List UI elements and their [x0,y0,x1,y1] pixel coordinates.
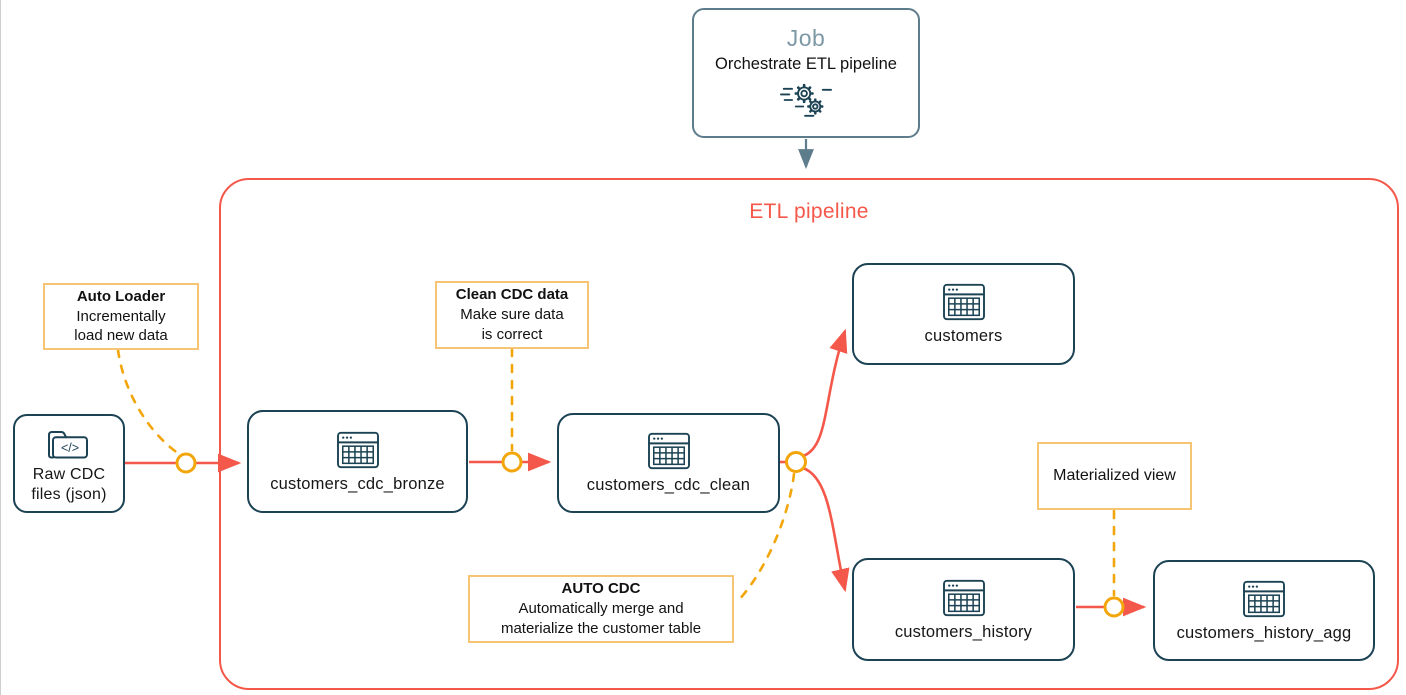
node-customers-cdc-clean: customers_cdc_clean [557,413,780,513]
connector-dot-auto-loader [175,452,197,474]
node-customers-history: customers_history [852,558,1075,661]
etl-pipeline-title: ETL pipeline [749,200,869,223]
etl-pipeline-container: ETL pipeline [219,178,1399,690]
table-icon [942,579,985,616]
job-subtitle: Orchestrate ETL pipeline [715,55,897,73]
annotation-text: materialize the customer table [500,619,702,637]
annotation-clean-cdc-data: Clean CDC data Make sure data is correct [435,281,589,349]
gears-icon [780,83,832,117]
annotation-text: is correct [481,325,543,343]
annotation-auto-loader: Auto Loader Incrementally load new data [43,283,199,350]
node-customers-history-agg: customers_history_agg [1153,560,1375,661]
annotation-materialized-view: Materialized view [1037,442,1192,510]
annotation-auto-cdc: AUTO CDC Automatically merge and materia… [468,575,734,643]
annotation-text: Make sure data [460,306,564,324]
table-icon [942,283,985,321]
node-label: customers_cdc_bronze [270,474,445,493]
annotation-text: Incrementally [76,307,166,325]
node-label: Raw CDC files (json) [31,465,107,503]
code-folder-icon: </> [48,430,88,459]
node-label: customers_cdc_clean [586,476,751,494]
dashed-link-auto-loader [116,348,181,456]
job-card: Job Orchestrate ETL pipeline [692,8,920,138]
annotation-text: Automatically merge and [518,600,684,618]
node-label: customers_history_agg [1176,623,1352,642]
annotation-text: load new data [74,327,168,345]
svg-text:</>: </> [61,441,79,455]
job-title: Job [786,25,826,51]
annotation-title: Auto Loader [76,287,166,305]
annotation-text: Materialized view [1053,467,1176,485]
node-raw-cdc-files: </> Raw CDC files (json) [13,414,125,513]
node-label: customers [924,327,1003,345]
table-icon [1243,580,1285,617]
table-icon [647,432,690,470]
annotation-title: Clean CDC data [455,286,569,304]
annotation-title: AUTO CDC [561,580,641,598]
node-label: customers_history [894,622,1033,641]
table-icon [336,431,379,468]
node-customers-cdc-bronze: customers_cdc_bronze [247,410,468,513]
node-customers: customers [852,263,1075,365]
